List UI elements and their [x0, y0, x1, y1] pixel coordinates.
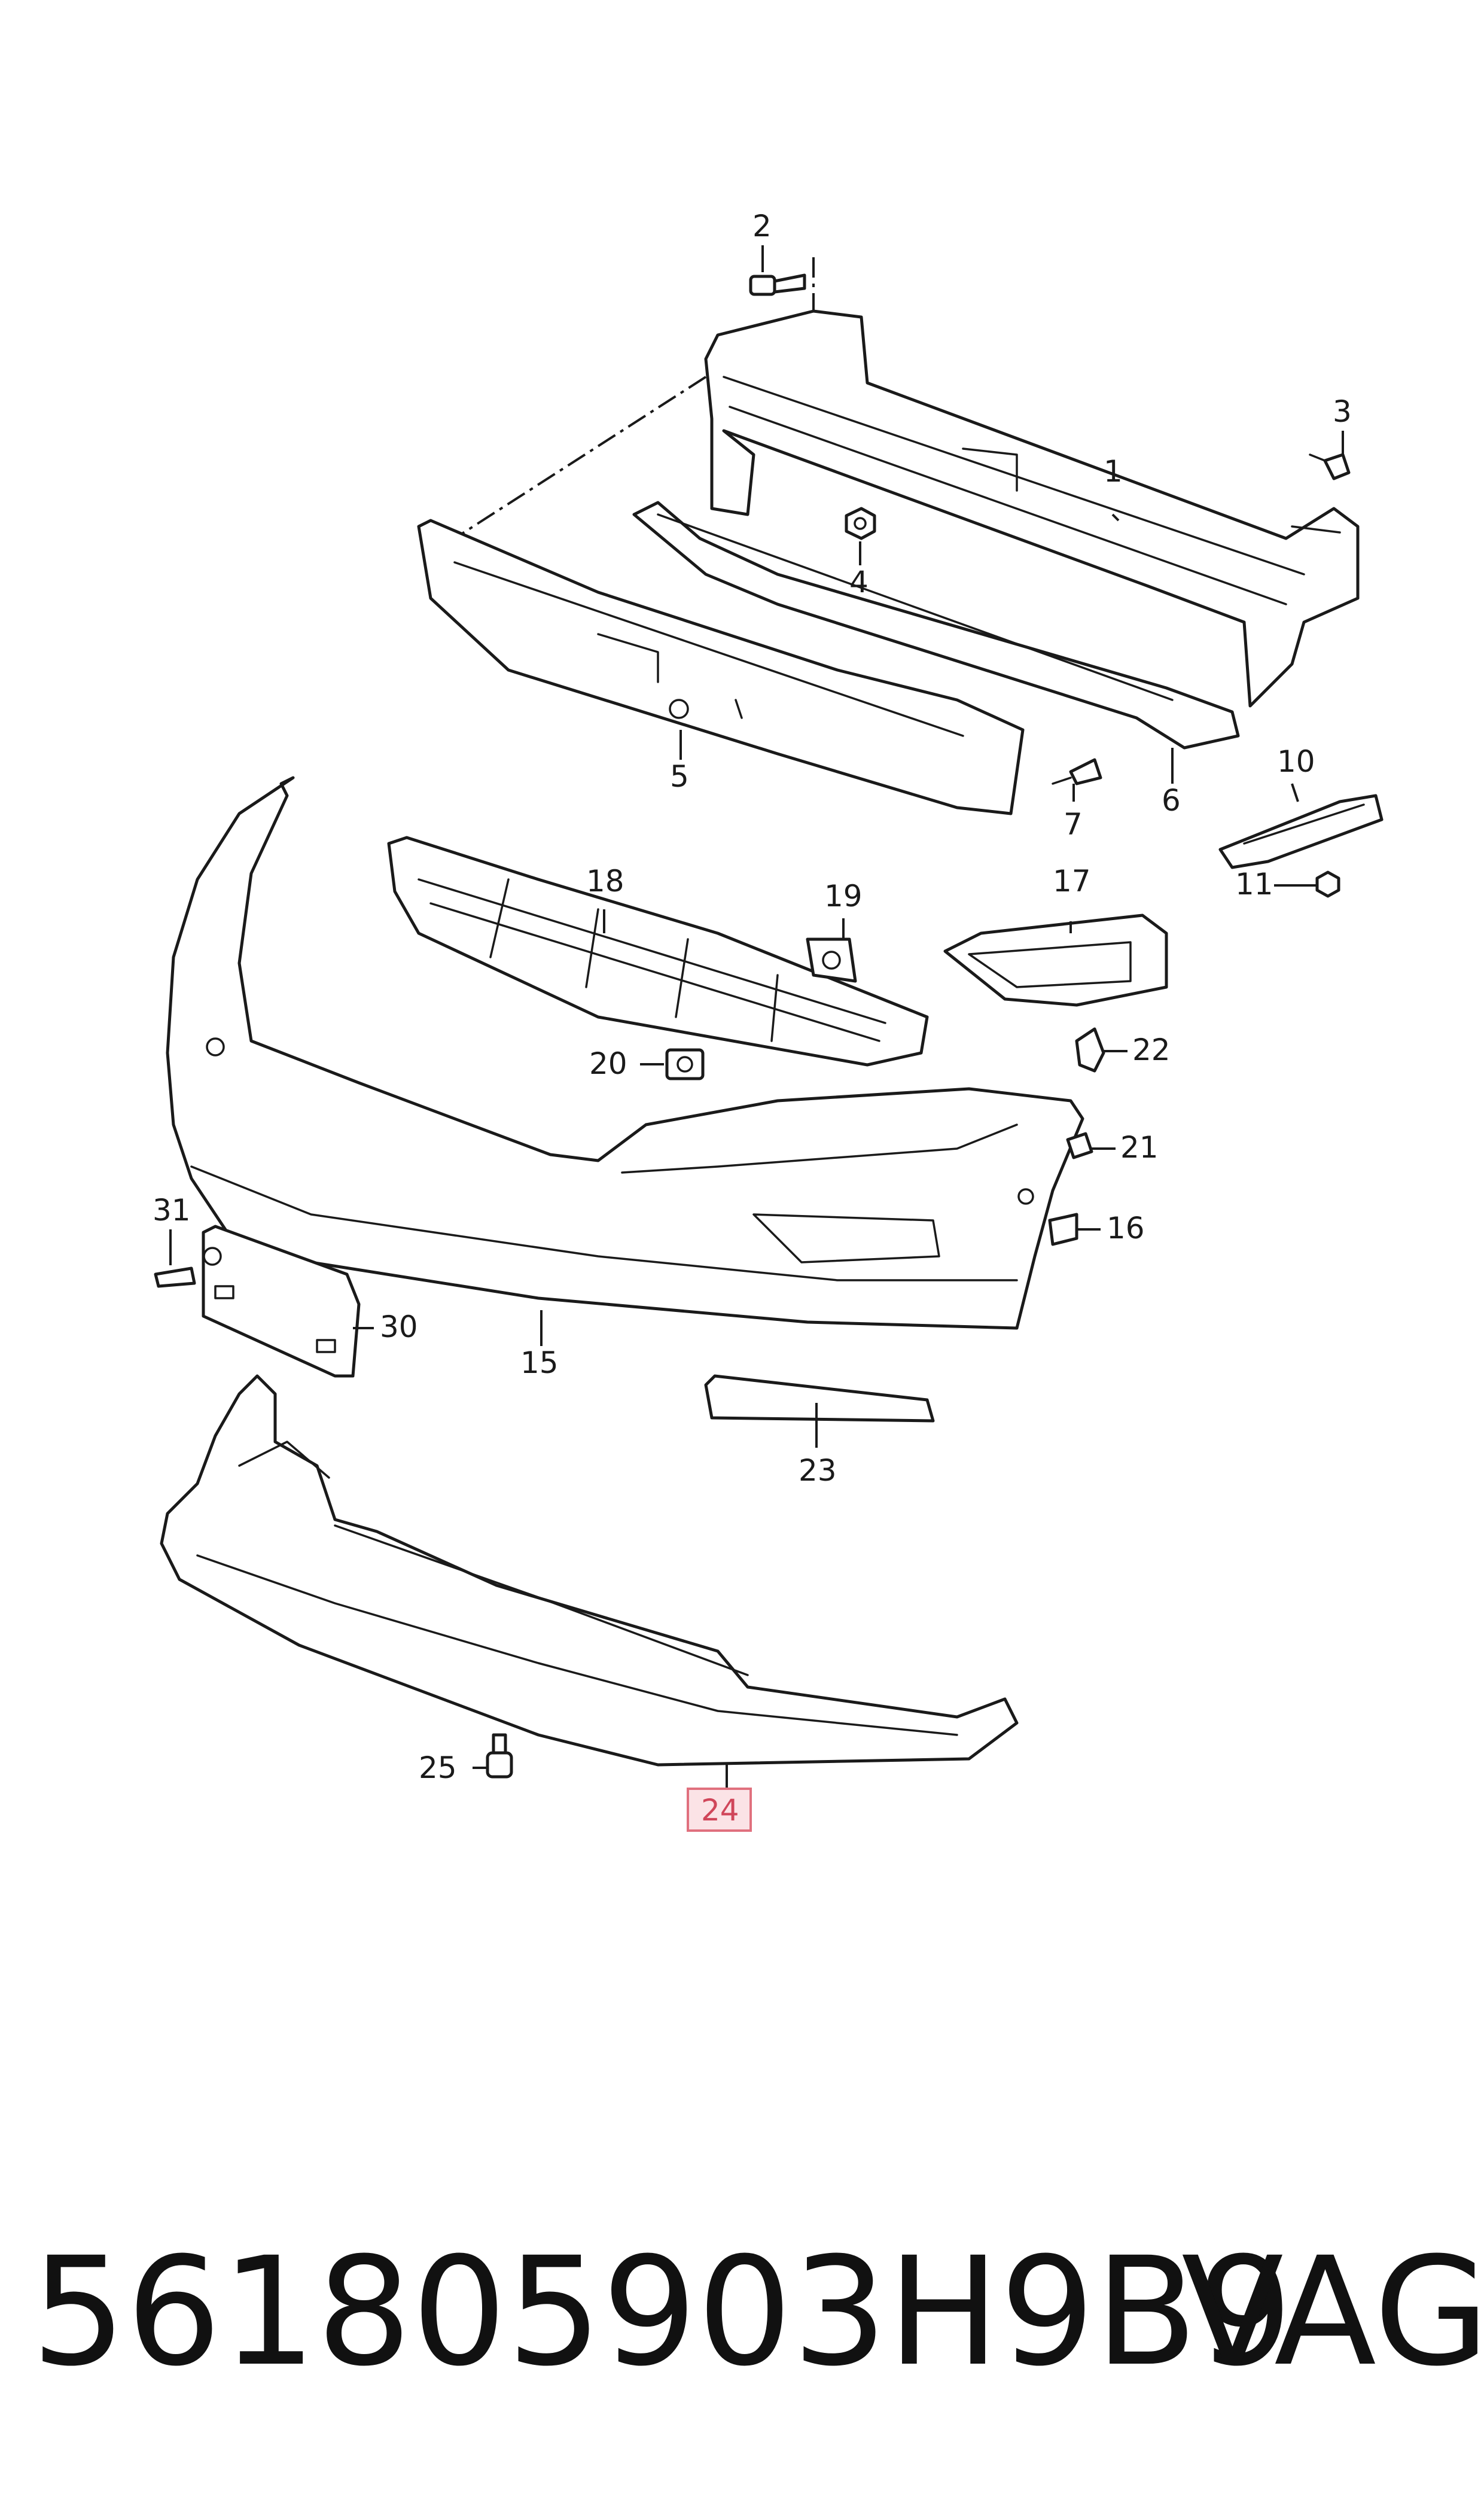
callout-7: 7: [1064, 807, 1083, 842]
nut-4: [845, 507, 876, 540]
callout-2: 2: [752, 209, 772, 243]
lower-spoiler: [160, 1374, 1019, 1767]
leader-lines: [169, 245, 1344, 1789]
bumper-carrier-beam: [704, 309, 1360, 708]
lower-grille: [387, 836, 929, 1067]
callout-6: 6: [1162, 783, 1181, 818]
clip-20: [665, 1048, 705, 1080]
guide-22: [1075, 1027, 1105, 1073]
bolt-21: [1066, 1132, 1093, 1159]
callout-5: 5: [670, 759, 689, 794]
callout-4: 4: [849, 565, 869, 599]
callout-20: 20: [589, 1046, 627, 1081]
footer: 561805903H9B9 VAG: [0, 2213, 1484, 2429]
part-number: 561805903H9B9: [31, 2225, 1293, 2399]
bolt-25: [486, 1733, 513, 1779]
fog-light-cover: [943, 914, 1168, 1007]
nut-11: [1315, 870, 1340, 898]
callout-24: 24: [701, 1793, 739, 1828]
callout-17: 17: [1053, 864, 1091, 899]
callout-10: 10: [1277, 744, 1315, 779]
screw-31: [154, 1247, 222, 1288]
callout-16: 16: [1107, 1211, 1145, 1246]
callout-21: 21: [1120, 1130, 1159, 1165]
callout-11: 11: [1235, 867, 1273, 902]
trim-strip: [704, 1374, 935, 1423]
callout-23: 23: [799, 1453, 837, 1488]
callout-30: 30: [380, 1310, 418, 1344]
callout-1: 1: [1104, 454, 1123, 489]
brand-name: VAG: [1181, 2225, 1484, 2399]
callout-15: 15: [520, 1345, 559, 1380]
bracket-19: [806, 937, 857, 983]
callout-3: 3: [1333, 394, 1352, 429]
bumper-cover: [166, 776, 1084, 1330]
callout-19: 19: [824, 879, 863, 914]
callout-31: 31: [153, 1193, 191, 1228]
bolt-3: [1309, 453, 1351, 480]
alignment-line-left: [453, 376, 707, 540]
upper-guide-strip: [632, 501, 1240, 750]
clip-16: [1048, 1213, 1078, 1246]
energy-absorber: [417, 519, 1025, 815]
callout-22: 22: [1132, 1033, 1171, 1067]
side-bracket: [1218, 794, 1384, 869]
callout-25: 25: [419, 1750, 457, 1785]
clip-7: [1052, 758, 1102, 785]
exploded-parts-diagram: 1 2 3 4 5 6 7 10 11 15 16 17 18 19 20 21…: [153, 209, 1384, 1832]
highlight-box-24: [687, 1788, 752, 1832]
license-plate-bracket: [202, 1225, 361, 1378]
bolt-2: [749, 273, 806, 296]
callout-18: 18: [586, 864, 624, 899]
